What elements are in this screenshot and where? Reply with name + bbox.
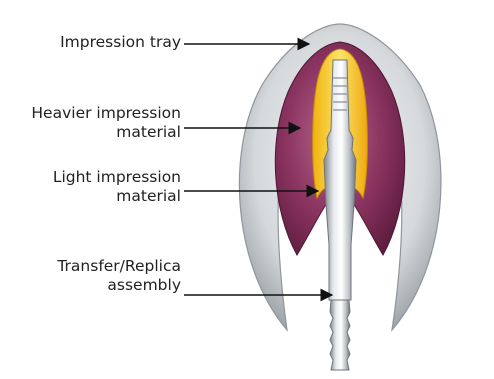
light-material-label: Light impression material	[53, 168, 181, 206]
heavier-material-label: Heavier impression material	[31, 104, 181, 142]
heavier-material-text-line2: material	[31, 123, 181, 142]
transfer-assembly-text-line2: assembly	[57, 276, 181, 295]
light-material-text-line1: Light impression	[53, 168, 181, 187]
impression-tray-text: Impression tray	[60, 33, 181, 52]
transfer-assembly-label: Transfer/Replica assembly	[57, 257, 181, 295]
transfer-assembly-text-line1: Transfer/Replica	[57, 257, 181, 276]
light-material-text-line2: material	[53, 187, 181, 206]
heavier-material-text-line1: Heavier impression	[31, 104, 181, 123]
impression-tray-label: Impression tray	[60, 33, 181, 52]
